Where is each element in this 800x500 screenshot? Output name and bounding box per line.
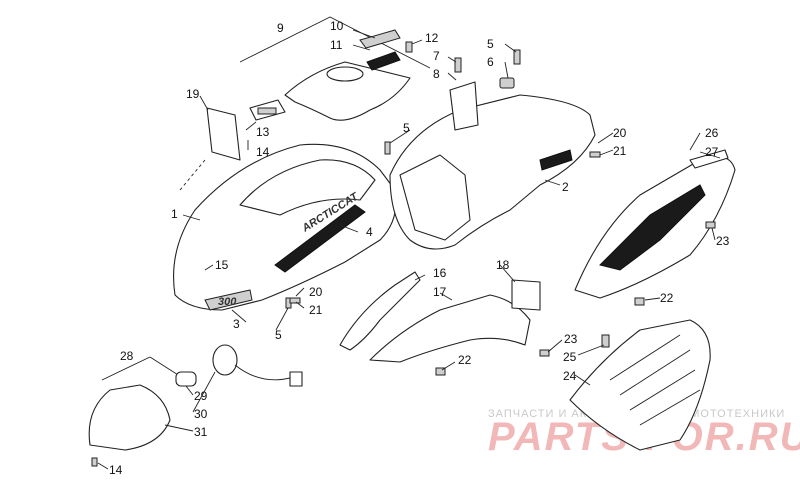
callout-18: 18 [496,258,510,272]
trim-16 [339,271,421,351]
fender-stripe [274,204,366,273]
screw-14-low [91,457,98,467]
callout-14-low: 14 [109,463,123,477]
callout-20-right: 20 [613,126,627,140]
bolt-12-body [405,41,413,53]
callout-2: 2 [562,180,569,194]
clip-23-right [705,221,716,229]
fender-17 [369,294,531,363]
switch-13 [249,99,286,121]
callout-12: 12 [425,31,439,45]
tank-cover [284,61,411,121]
bracket-28-left [101,356,151,381]
footwell-ribs [609,334,701,426]
callout-14-top: 14 [256,145,270,159]
front-fender-vent [239,159,376,216]
headlight-assembly [88,344,303,467]
callout-23-left: 23 [564,332,578,346]
center-body [389,49,596,250]
side-panel [574,149,736,299]
callout-17: 17 [433,285,447,299]
decal-27 [689,149,729,169]
callout-23-right: 23 [716,234,730,248]
bolt-7 [454,57,462,73]
callout-30: 30 [194,407,208,421]
clip-22-left [435,367,446,376]
switch-13-button [257,107,277,115]
clip-21-left [289,297,301,304]
callout-1: 1 [171,207,178,221]
bolt-12 [405,41,413,53]
nut-6 [499,77,515,89]
callout-16: 16 [433,266,447,280]
callout-10: 10 [330,19,344,33]
tank-cover-assembly [284,29,411,121]
callout-22-left: 22 [458,353,472,367]
socket-30 [212,344,238,376]
callout-15: 15 [215,258,229,272]
callout-24: 24 [563,369,577,383]
clip-21-right [589,151,601,158]
front-fender: ARCTICCAT 300 [173,143,397,311]
callout-4: 4 [366,225,373,239]
headlight-housing-31 [88,384,171,451]
callout-21-left: 21 [309,303,323,317]
callout-8: 8 [433,67,440,81]
decal-10 [366,51,401,71]
callout-9: 9 [277,21,284,35]
bolt-5-mid [384,141,391,155]
fuel-cap-opening [326,66,364,82]
rear-fender [339,271,531,363]
decal-18 [511,279,541,311]
leader-lines [97,29,721,470]
bolt-25 [601,334,610,348]
callout-labels: 9 10 11 12 7 8 5 6 19 13 14 5 20 21 26 2… [109,19,730,477]
callout-29: 29 [194,389,208,403]
callout-11: 11 [330,38,343,52]
clip-22-right [634,297,645,306]
callout-6: 6 [487,55,494,69]
callout-28: 28 [120,349,134,363]
callout-19: 19 [186,87,200,101]
callout-31: 31 [194,425,208,439]
decal-19 [206,107,241,161]
decal-19-dash [179,159,206,191]
center-body-cavity [399,154,471,241]
callout-5-low: 5 [275,328,282,342]
model-decal: 300 [218,296,237,308]
footwell-24 [569,319,711,451]
bracket-9 [239,16,431,69]
center-body-decal [539,149,573,171]
callout-20-left: 20 [309,285,323,299]
decal-11 [359,29,401,49]
callout-3: 3 [233,317,240,331]
callout-7: 7 [433,49,440,63]
callout-21-right: 21 [613,144,627,158]
callout-5-mid: 5 [403,121,410,135]
callout-26: 26 [705,126,719,140]
headlight-connector [289,371,303,387]
bolt-5-top [513,49,521,65]
headlight-wire [234,364,291,381]
side-panel-stripe [599,184,706,271]
footwell [539,221,716,451]
callout-27: 27 [705,145,719,159]
callout-13: 13 [256,125,270,139]
model-decal-plate [204,289,253,311]
callout-5-top: 5 [487,37,494,51]
bulb-29 [175,371,197,387]
callout-22-right: 22 [660,291,674,305]
clip-23-left [539,349,550,357]
callout-25: 25 [563,350,577,364]
bracket-8 [449,81,479,131]
